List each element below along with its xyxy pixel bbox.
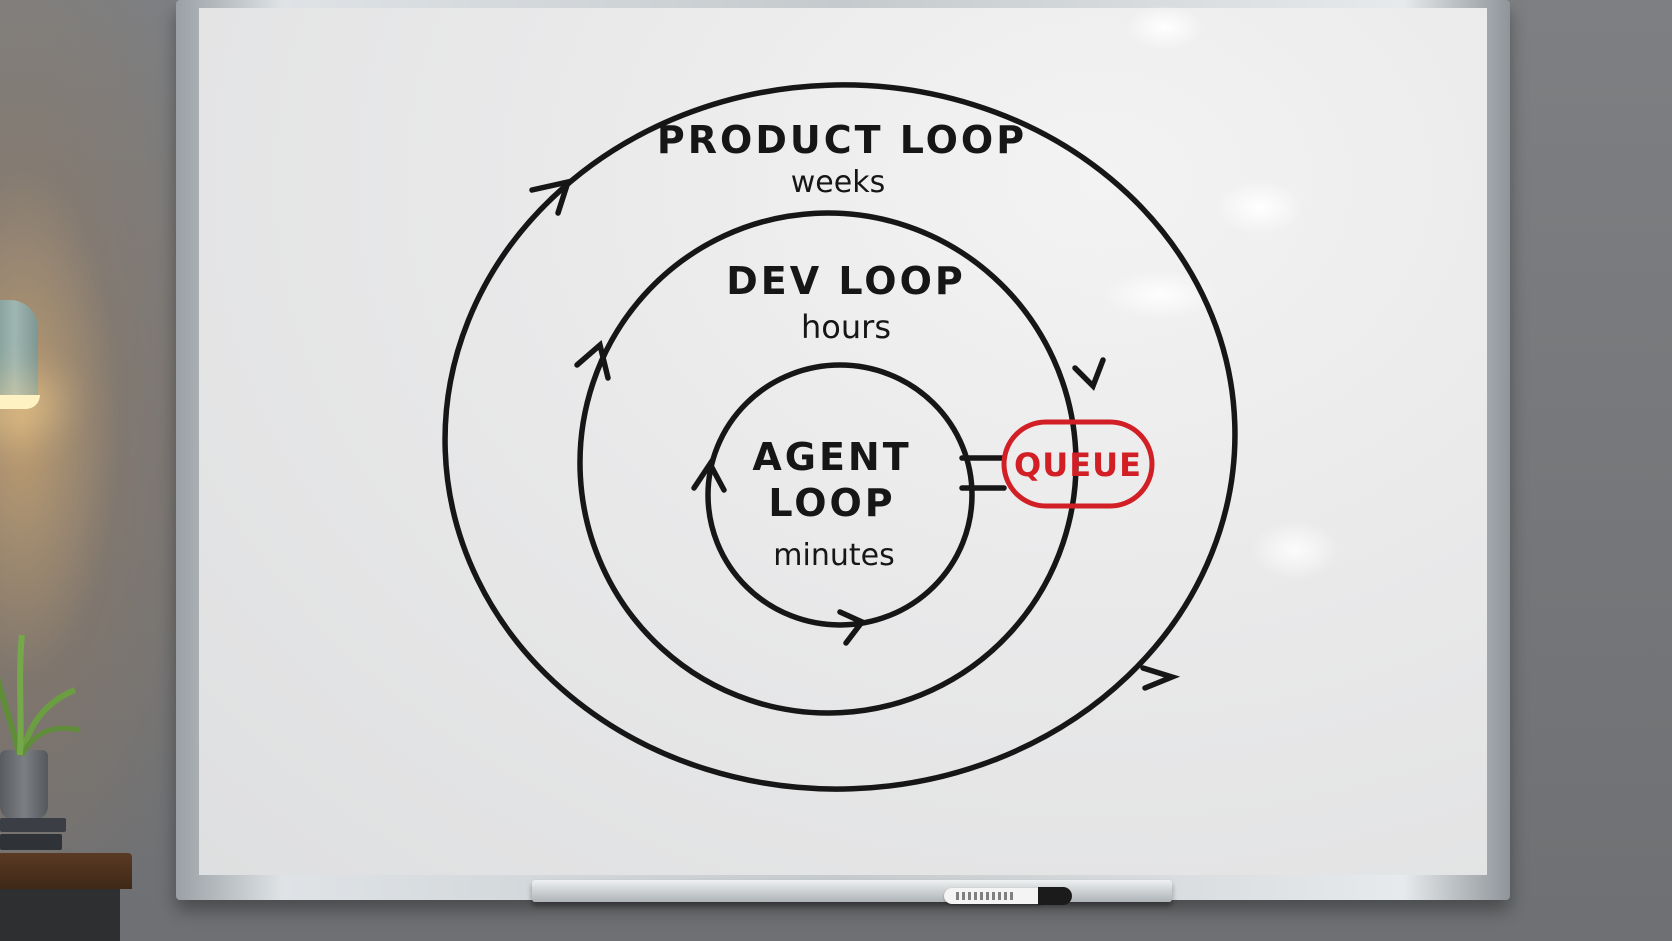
dev-loop-title: DEV LOOP bbox=[726, 259, 965, 303]
product-loop-duration: weeks bbox=[791, 165, 885, 200]
whiteboard-marker[interactable] bbox=[944, 885, 1072, 907]
board-glare bbox=[1215, 180, 1305, 235]
dev-arrow-head bbox=[574, 339, 611, 381]
agent-arrow-head bbox=[837, 609, 867, 646]
dev-loop-duration: hours bbox=[801, 308, 891, 346]
agent-loop-circle bbox=[705, 362, 975, 628]
queue-label: QUEUE bbox=[1014, 446, 1142, 484]
agent-loop-title-line1: AGENT bbox=[752, 435, 911, 479]
book-stack bbox=[0, 818, 66, 852]
plant-pot bbox=[0, 750, 48, 820]
product-arrow-head bbox=[529, 178, 573, 216]
whiteboard-surface bbox=[199, 8, 1487, 875]
agent-arrow-head bbox=[691, 458, 727, 493]
dev-loop-circle bbox=[577, 210, 1079, 716]
product-loop-circle bbox=[442, 82, 1238, 792]
lamp-glow bbox=[0, 395, 40, 409]
product-loop-title: PRODUCT LOOP bbox=[657, 118, 1027, 162]
queue-connector bbox=[959, 455, 1007, 491]
wall-lamp bbox=[0, 300, 38, 408]
board-glare bbox=[1250, 520, 1340, 580]
agent-loop-duration: minutes bbox=[773, 538, 894, 573]
dev-arrow-head bbox=[1072, 357, 1106, 391]
queue-pill bbox=[1001, 419, 1155, 509]
product-arrow-head bbox=[1140, 665, 1181, 691]
side-table bbox=[0, 853, 132, 889]
plant-leaves bbox=[0, 634, 81, 757]
marker-tray bbox=[532, 880, 1172, 902]
side-table-base bbox=[0, 889, 120, 941]
board-glare bbox=[1125, 5, 1205, 50]
agent-loop-title-line2: LOOP bbox=[768, 481, 895, 525]
